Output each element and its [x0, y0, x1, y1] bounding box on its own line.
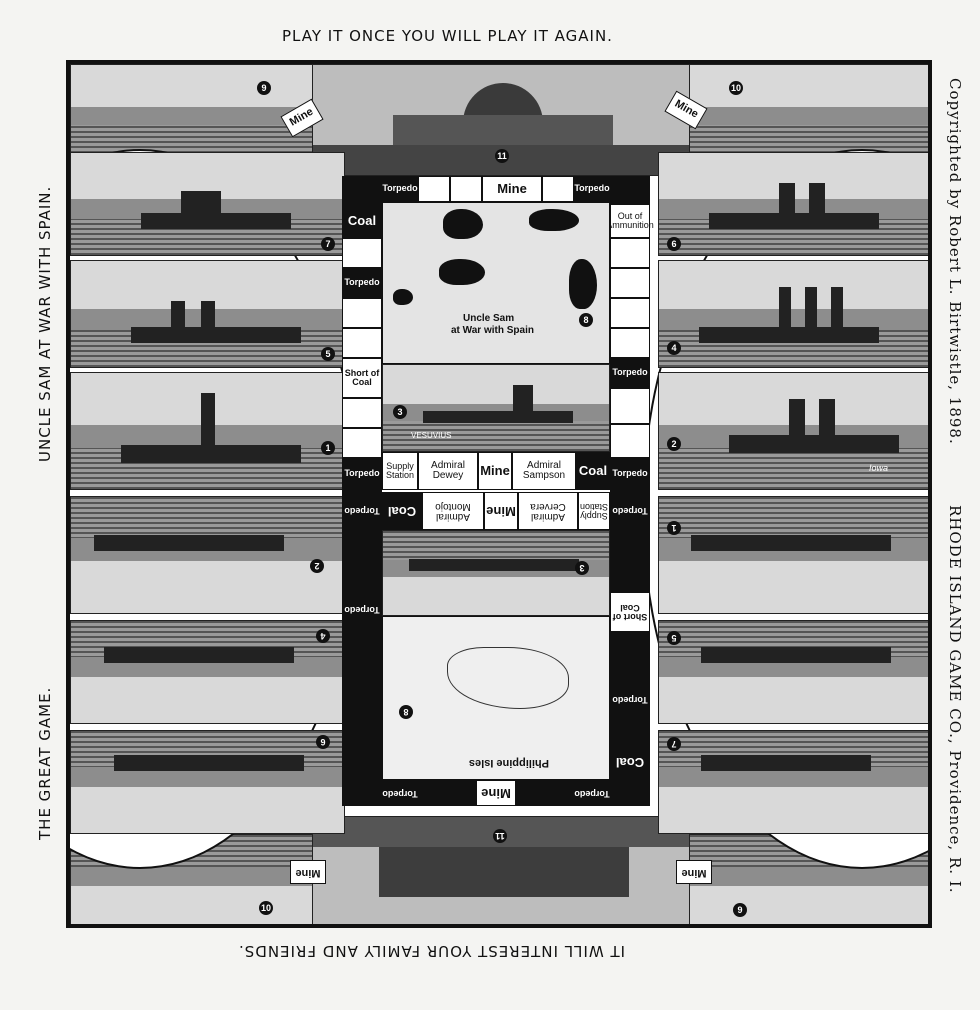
space-blank[interactable]: [342, 328, 382, 358]
space-short-of-coal[interactable]: Short of Coal: [342, 358, 382, 398]
panel-number: 7: [321, 237, 335, 251]
ship-panel: 5: [70, 260, 345, 368]
top-slogan: PLAY IT ONCE YOU WILL PLAY IT AGAIN.: [282, 27, 613, 45]
ship-panel: 6: [70, 730, 345, 834]
space-coal[interactable]: Coal: [342, 204, 382, 238]
left-title-upper: UNCLE SAM AT WAR WITH SPAIN.: [36, 185, 54, 462]
space-mine-bottom-left[interactable]: Mine: [290, 860, 326, 884]
panel-number: 9: [257, 81, 271, 95]
parliament-panel: 11: [312, 816, 690, 924]
panel-number: 9: [733, 903, 747, 917]
ship-panel: 6: [658, 152, 928, 256]
space-torpedo[interactable]: Torpedo: [610, 494, 650, 526]
ship-panel: 7: [70, 152, 345, 256]
space-coal[interactable]: Coal: [576, 452, 610, 490]
panel-number: 3: [393, 405, 407, 419]
space-torpedo[interactable]: Torpedo: [342, 458, 382, 490]
panel-number: 4: [316, 629, 330, 643]
space-mine-bottom-right[interactable]: Mine: [676, 860, 712, 884]
ship-panel: 1: [70, 372, 345, 490]
panel-number: 1: [667, 521, 681, 535]
bottom-slogan: IT WILL INTEREST YOUR FAMILY AND FRIENDS…: [238, 942, 626, 960]
panel-number: 11: [495, 149, 509, 163]
ship-panel: 2: [70, 496, 345, 614]
ship-panel: 5: [658, 620, 928, 724]
space-torpedo[interactable]: Torpedo: [610, 684, 650, 714]
panel-number: 1: [321, 441, 335, 455]
space-admiral-dewey[interactable]: Admiral Dewey: [418, 452, 478, 490]
ship-panel: 7: [658, 730, 928, 834]
space-torpedo[interactable]: Torpedo: [382, 780, 418, 806]
center-ship-panel: 3 VESUVIUS: [382, 364, 610, 452]
space-torpedo[interactable]: Torpedo: [382, 176, 418, 202]
panel-number: 7: [667, 737, 681, 751]
panel-number: 5: [321, 347, 335, 361]
space-torpedo[interactable]: Torpedo: [574, 780, 610, 806]
city-panel-top-left: 9: [70, 64, 320, 159]
panel-number: 5: [667, 631, 681, 645]
space-blank[interactable]: [610, 424, 650, 458]
space-admiral-cervera[interactable]: Admiral Cervera: [518, 492, 578, 530]
space-blank[interactable]: [610, 388, 650, 424]
ship-label-vesuvius: VESUVIUS: [411, 431, 452, 440]
space-torpedo[interactable]: Torpedo: [342, 268, 382, 298]
ship-panel: 4: [658, 260, 928, 368]
space-torpedo[interactable]: Torpedo: [574, 176, 610, 202]
space-admiral-sampson[interactable]: Admiral Sampson: [512, 452, 576, 490]
ship-label-iowa: Iowa: [869, 463, 889, 473]
space-supply-station[interactable]: Supply Station: [382, 452, 418, 490]
copyright-text: Copyrighted by Robert L. Birtwistle, 189…: [946, 78, 964, 445]
panel-number: 10: [729, 81, 743, 95]
space-torpedo[interactable]: Torpedo: [342, 594, 382, 624]
space-mine[interactable]: Mine: [484, 492, 518, 530]
game-board: 9 10 10 9 11 11 7 5: [66, 60, 932, 928]
space-mine[interactable]: Mine: [478, 452, 512, 490]
map-title-line2: at War with Spain: [451, 325, 534, 336]
space-blank[interactable]: [610, 298, 650, 328]
space-admiral-montojo[interactable]: Admiral Montojo: [422, 492, 484, 530]
space-coal[interactable]: Coal: [610, 744, 650, 780]
space-blank[interactable]: [610, 328, 650, 358]
panel-number: 11: [493, 829, 507, 843]
space-blank[interactable]: [342, 298, 382, 328]
capitol-panel: 11: [312, 64, 690, 176]
map-number: 8: [399, 705, 413, 719]
left-title-lower: THE GREAT GAME.: [36, 686, 54, 840]
panel-number: 6: [316, 735, 330, 749]
space-short-of-coal[interactable]: Short of Coal: [610, 592, 650, 632]
space-blank[interactable]: [610, 268, 650, 298]
space-torpedo[interactable]: Torpedo: [610, 458, 650, 490]
panel-number: 2: [667, 437, 681, 451]
city-panel-top-right: 10: [678, 64, 928, 159]
panel-number: 3: [575, 561, 589, 575]
map-title-lower: Philippine Isles: [468, 757, 549, 769]
space-mine[interactable]: Mine: [482, 176, 542, 202]
map-number: 8: [579, 313, 593, 327]
space-blank[interactable]: [418, 176, 450, 202]
space-out-of-ammunition[interactable]: Out of Ammunition: [606, 204, 654, 238]
space-blank[interactable]: [342, 398, 382, 428]
philippines-map: Philippine Isles 8: [382, 616, 610, 780]
space-blank[interactable]: [450, 176, 482, 202]
space-supply-station[interactable]: Supply Station: [578, 492, 610, 530]
panel-number: 10: [259, 901, 273, 915]
space-blank[interactable]: [610, 238, 650, 268]
space-torpedo[interactable]: Torpedo: [610, 358, 650, 388]
panel-number: 6: [667, 237, 681, 251]
space-torpedo[interactable]: Torpedo: [342, 494, 382, 526]
center-ship-panel: 3: [382, 530, 610, 616]
space-coal[interactable]: Coal: [382, 492, 422, 530]
space-blank[interactable]: [342, 428, 382, 458]
space-mine[interactable]: Mine: [476, 780, 516, 806]
ship-panel: 2 Iowa: [658, 372, 928, 490]
cuba-map: Uncle Sam at War with Spain 8: [382, 202, 610, 364]
ship-panel: 4: [70, 620, 345, 724]
panel-number: 2: [310, 559, 324, 573]
ship-panel: 1: [658, 496, 928, 614]
panel-number: 4: [667, 341, 681, 355]
space-blank[interactable]: [542, 176, 574, 202]
publisher-text: RHODE ISLAND GAME CO., Providence, R. I.: [946, 505, 964, 894]
map-title-line1: Uncle Sam: [463, 313, 515, 324]
space-blank[interactable]: [342, 238, 382, 268]
